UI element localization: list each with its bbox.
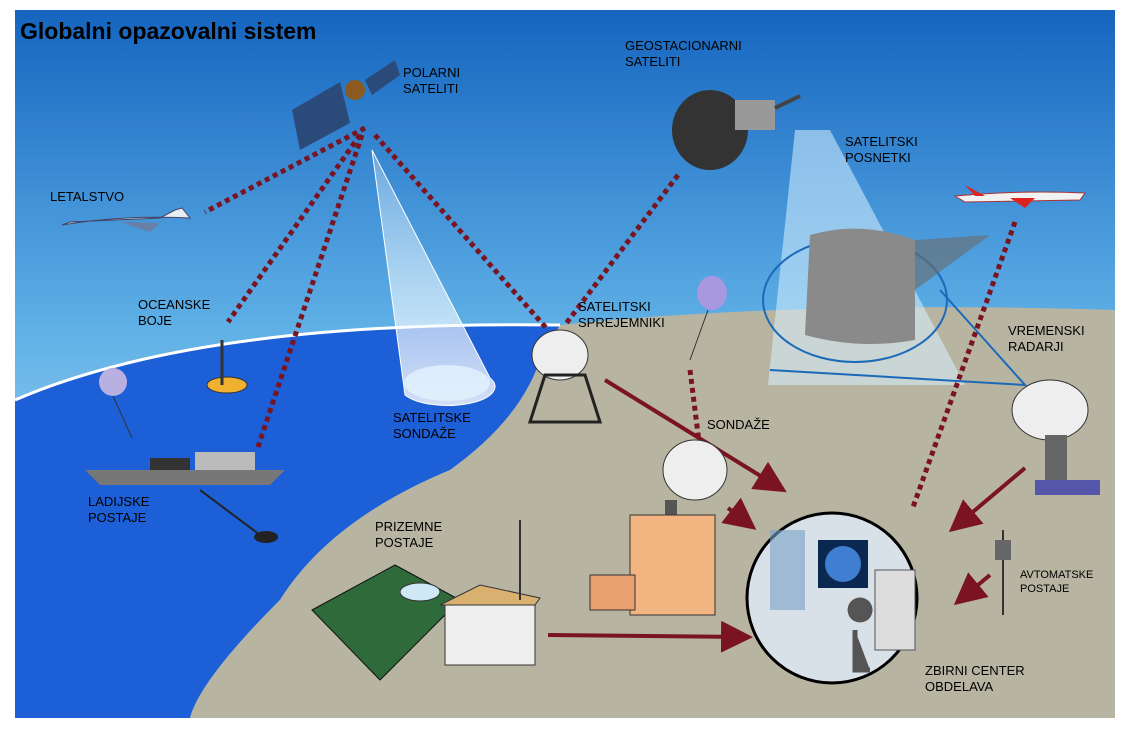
geostationary-satellite-icon: [672, 90, 801, 170]
processing-center-icon: [745, 511, 919, 685]
airplane-icon-left: [61, 207, 192, 232]
data-links: [203, 125, 1018, 511]
balloon-icon: [697, 276, 727, 310]
label-processing-center: ZBIRNI CENTER OBDELAVA: [925, 663, 1025, 694]
sounding-beam: [371, 149, 496, 407]
page-title: Globalni opazovalni sistem: [20, 18, 317, 44]
automatic-station-icon: [995, 530, 1011, 615]
label-satellite-receivers: SATELITSKI SPREJEMNIKI: [578, 299, 665, 330]
label-aviation: LETALSTVO: [50, 189, 125, 204]
buoy-icon: [206, 340, 248, 394]
label-polar-satellites: POLARNI SATELITI: [403, 65, 461, 96]
polar-satellite-icon: [292, 60, 400, 150]
label-weather-radars: VREMENSKI RADARJI: [1008, 323, 1085, 354]
label-ocean-buoys: OCEANSKE BOJE: [138, 297, 211, 328]
label-soundings: SONDAŽE: [707, 417, 770, 432]
label-geostationary-satellites: GEOSTACIONARNI SATELITI: [625, 38, 742, 69]
balloon-icon: [99, 368, 127, 396]
label-ship-stations: LADIJSKE POSTAJE: [88, 494, 150, 525]
satellite-receiver-icon: [527, 329, 603, 424]
label-satellite-soundings: SATELITSKE SONDAŽE: [393, 410, 471, 441]
label-satellite-images: SATELITSKI POSNETKI: [845, 134, 918, 165]
arrows: [547, 378, 1027, 653]
ocean: [15, 324, 560, 718]
label-automatic-stations: AVTOMATSKE POSTAJE: [1020, 569, 1094, 595]
ship-icon: [85, 452, 285, 543]
airplane-icon-right: [953, 185, 1086, 208]
label-ground-stations: PRIZEMNE POSTAJE: [375, 519, 443, 550]
sounding-station-icon: [589, 439, 728, 616]
ground-station-icon: [311, 520, 541, 681]
weather-radar-icon: [1011, 379, 1100, 495]
cloud: [805, 228, 915, 344]
